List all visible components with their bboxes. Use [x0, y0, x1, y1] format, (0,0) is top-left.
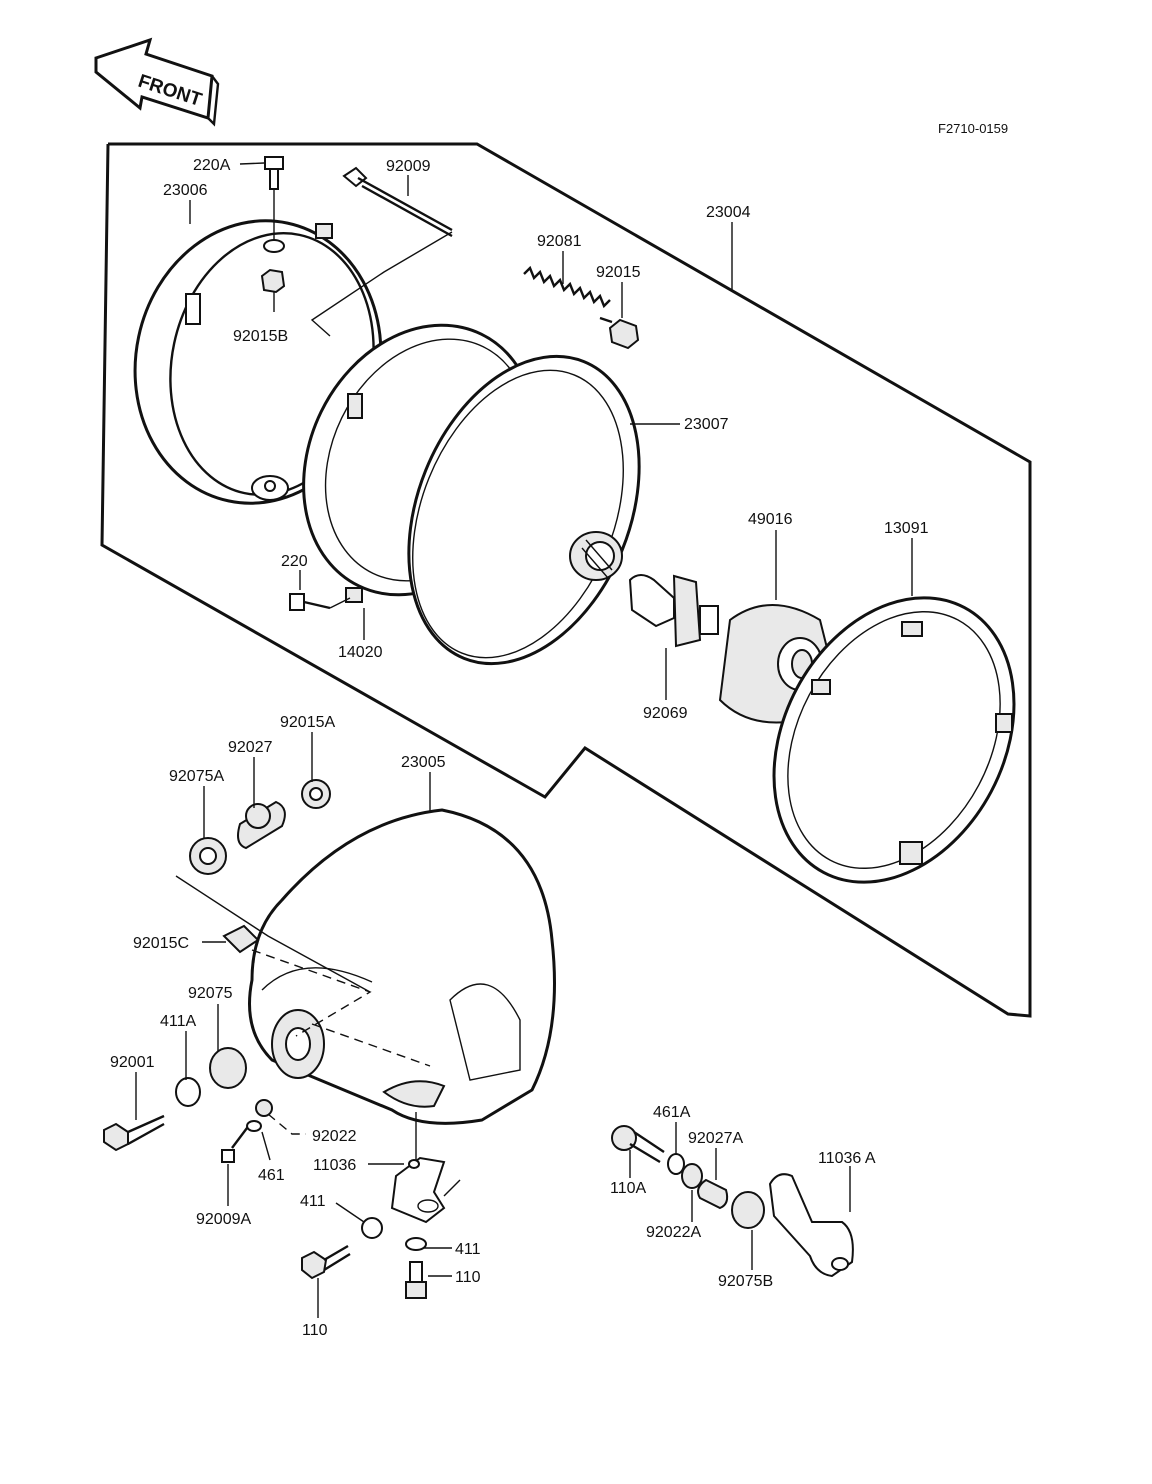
leader-lines — [135, 162, 913, 1318]
part-labels: 220A 92009 23006 23004 92081 92015 92015… — [110, 157, 929, 1339]
label-14020: 14020 — [338, 644, 383, 661]
bracket-ring-13091 — [772, 596, 1016, 884]
bracket-11036A — [768, 1173, 854, 1278]
label-13091: 13091 — [884, 520, 929, 537]
label-110: 110 — [455, 1269, 481, 1286]
assembly-boundary-23004 — [100, 142, 1032, 1018]
label-92022: 92022 — [312, 1128, 357, 1145]
label-92075A: 92075A — [169, 768, 224, 785]
screw-220A — [263, 156, 285, 253]
label-23005: 23005 — [401, 754, 446, 771]
bolt-110-upper — [405, 1237, 427, 1299]
label-92009A: 92009A — [196, 1211, 251, 1228]
bolt-92001 — [103, 1114, 165, 1152]
label-92015C: 92015C — [133, 935, 189, 952]
label-92027A: 92027A — [688, 1130, 743, 1147]
label-92027: 92027 — [228, 739, 273, 756]
nut-92015 — [608, 318, 640, 350]
grommet-92075 — [209, 1047, 247, 1089]
label-92015A: 92015A — [280, 714, 335, 731]
collar-92027A — [697, 1178, 729, 1210]
label-11036A: 11036 A — [818, 1150, 876, 1167]
label-92015: 92015 — [596, 264, 641, 281]
bulb-92069 — [628, 574, 719, 648]
housing-23005 — [175, 808, 556, 1125]
nut-92015B — [260, 268, 286, 312]
label-23006: 23006 — [163, 182, 208, 199]
label-92075B: 92075B — [718, 1273, 773, 1290]
spring-92081 — [523, 265, 613, 324]
washer-411 — [361, 1217, 383, 1239]
label-461A: 461A — [653, 1104, 691, 1121]
label-411A: 411A — [160, 1013, 197, 1030]
label-92069: 92069 — [643, 705, 688, 722]
label-220A: 220A — [193, 157, 231, 174]
screw-92009 — [310, 166, 453, 337]
nut-plate-92015C — [222, 924, 260, 954]
washer-461A — [667, 1153, 685, 1175]
bolt-110A — [611, 1125, 665, 1164]
collar-set-upper — [189, 779, 331, 875]
front-arrow-icon: FRONT — [94, 37, 220, 127]
bracket-11036 — [390, 1156, 461, 1224]
label-92075: 92075 — [188, 985, 233, 1002]
label-411b: 411 — [455, 1241, 481, 1258]
label-110A: 110A — [610, 1180, 647, 1197]
label-23004: 23004 — [706, 204, 751, 221]
label-92001: 92001 — [110, 1054, 155, 1071]
lens-unit-23007 — [407, 354, 641, 666]
label-92022A: 92022A — [646, 1224, 701, 1241]
label-411: 411 — [300, 1193, 326, 1210]
label-461: 461 — [258, 1167, 285, 1184]
screw-92009A — [221, 1099, 273, 1163]
grommet-92075B — [731, 1191, 765, 1229]
screw-220 — [289, 593, 351, 611]
label-92009: 92009 — [386, 158, 431, 175]
bolt-110-lower — [301, 1244, 351, 1280]
label-49016: 49016 — [748, 511, 793, 528]
label-92081: 92081 — [537, 233, 582, 250]
drawing-code: F2710-0159 — [938, 121, 1008, 136]
label-92015B: 92015B — [233, 328, 288, 345]
washer-411A — [175, 1077, 201, 1107]
label-11036: 11036 — [313, 1157, 356, 1174]
label-23007: 23007 — [684, 416, 729, 433]
label-220: 220 — [281, 553, 308, 570]
nut-92022A — [681, 1163, 703, 1189]
label-110b: 110 — [302, 1322, 328, 1339]
